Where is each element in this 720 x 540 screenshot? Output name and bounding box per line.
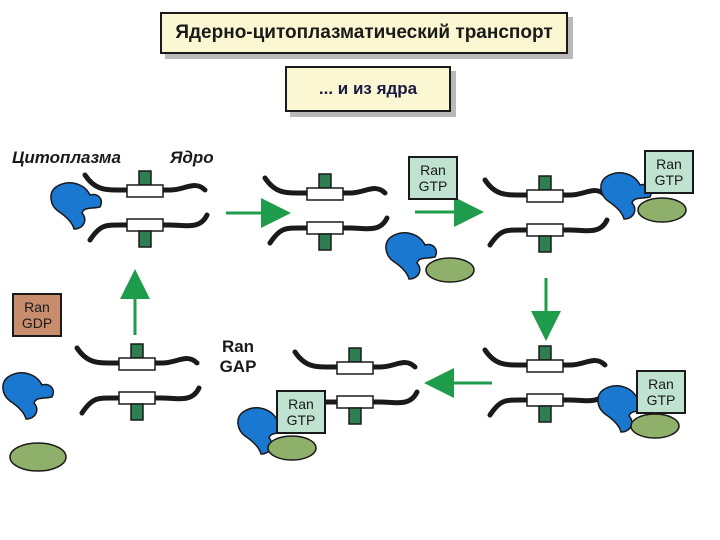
cytoplasm-label: Цитоплазма (12, 148, 121, 167)
nuclear-pore-2 (265, 174, 475, 283)
ran-gdp-label-b: GDP (21, 315, 53, 331)
ran-gtp-label-4b: GTP (286, 412, 316, 428)
ran-protein-4 (630, 413, 680, 439)
ran-gtp-label-2b: GTP (654, 172, 684, 188)
ran-gtp-box-1: Ran GTP (408, 156, 458, 200)
ran-protein-free (9, 442, 67, 472)
nucleus-label: Ядро (170, 148, 214, 167)
ran-gtp-label-3a: Ran (648, 376, 674, 392)
ran-gdp-label-a: Ran (24, 299, 50, 315)
ran-gtp-label-1a: Ran (420, 162, 446, 178)
ran-gtp-box-2: Ran GTP (644, 150, 694, 194)
nuclear-pore-6 (77, 344, 199, 420)
ran-gap-line2: GAP (219, 357, 257, 376)
cargo-1 (50, 182, 103, 230)
ran-gtp-label-3b: GTP (646, 392, 676, 408)
page-subtitle: ... и из ядра (285, 66, 451, 112)
ran-gtp-label-1b: GTP (418, 178, 448, 194)
cargo-free (2, 372, 55, 420)
nuclear-pore-3 (485, 172, 687, 252)
ran-gdp-box: Ran GDP (12, 293, 62, 337)
ran-protein-3 (637, 197, 687, 223)
ran-protein-2 (425, 257, 475, 283)
ran-gap-label: Ran GAP (212, 337, 264, 377)
nuclear-pore-4 (485, 346, 680, 439)
ran-protein-5 (267, 435, 317, 461)
ran-gap-line1: Ran (221, 337, 255, 356)
nuclear-pore-5 (237, 348, 417, 461)
ran-gtp-label-2a: Ran (656, 156, 682, 172)
ran-gtp-box-4: Ran GTP (276, 390, 326, 434)
ran-gtp-label-4a: Ran (288, 396, 314, 412)
nuclear-pore-1 (50, 171, 207, 247)
ran-gtp-box-3: Ran GTP (636, 370, 686, 414)
page-title: Ядерно-цитоплазматический транспорт (160, 12, 568, 54)
